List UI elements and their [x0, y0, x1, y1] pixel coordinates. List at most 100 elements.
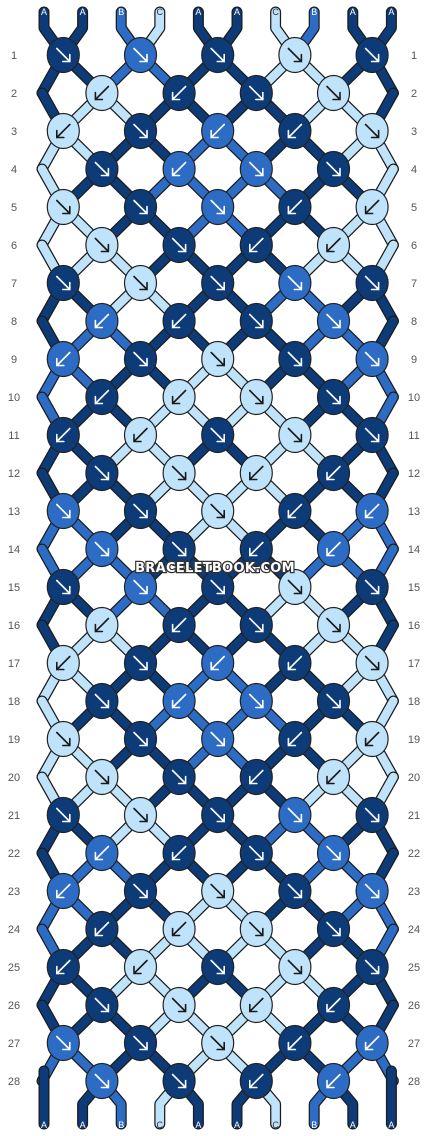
row-number-right: 6 — [411, 240, 417, 252]
row-number-left: 24 — [8, 924, 20, 936]
arrow-down-right-icon — [171, 465, 187, 481]
top-string-label: A — [388, 7, 394, 17]
arrow-down-right-icon — [56, 807, 71, 823]
knot — [355, 720, 389, 758]
row-number-left: 3 — [11, 126, 17, 138]
row-number-right: 18 — [408, 696, 420, 708]
knot — [239, 74, 273, 112]
knot — [85, 682, 119, 720]
knot — [162, 302, 196, 340]
row-number-right: 13 — [408, 506, 420, 518]
arrow-down-left-icon — [56, 883, 71, 899]
knot — [316, 986, 351, 1024]
knot — [162, 454, 196, 492]
knot — [46, 36, 80, 74]
row-number-left: 11 — [8, 430, 19, 442]
arrow-down-left-icon — [364, 503, 380, 519]
knot — [162, 530, 196, 568]
top-string-label: C — [157, 7, 164, 17]
knot — [201, 36, 235, 74]
knot — [355, 340, 389, 378]
row-number-right: 24 — [408, 924, 420, 936]
arrow-down-right-icon — [364, 427, 380, 443]
arrow-down-right-icon — [210, 883, 225, 899]
knot — [201, 492, 235, 530]
knot — [316, 530, 351, 568]
arrow-down-right-icon — [133, 579, 148, 595]
arrow-down-right-icon — [287, 883, 303, 899]
knot — [239, 454, 273, 492]
knot — [162, 910, 196, 948]
knot — [316, 606, 351, 644]
knot — [201, 188, 235, 226]
knot — [201, 112, 235, 150]
row-number-left: 13 — [8, 506, 20, 518]
arrow-down-left-icon — [287, 731, 303, 747]
arrow-down-right-icon — [133, 199, 148, 215]
knot — [316, 910, 351, 948]
knot — [239, 530, 273, 568]
top-string-label: B — [118, 7, 124, 17]
knot — [316, 758, 351, 796]
arrow-down-left-icon — [171, 389, 187, 405]
bottom-string-label: A — [350, 1120, 356, 1130]
arrow-down-right-icon — [210, 47, 225, 63]
knot — [316, 1062, 351, 1100]
row-number-left: 25 — [8, 962, 20, 974]
row-number-right: 22 — [408, 848, 420, 860]
row-number-left: 26 — [8, 1000, 20, 1012]
arrow-down-right-icon — [364, 275, 380, 291]
knot — [239, 834, 273, 872]
arrow-down-left-icon — [94, 617, 110, 633]
arrow-down-left-icon — [287, 503, 303, 519]
knot — [278, 644, 312, 682]
arrow-down-left-icon — [249, 769, 264, 785]
arrow-down-left-icon — [326, 769, 341, 785]
arrow-down-left-icon — [171, 161, 187, 177]
arrow-down-right-icon — [249, 845, 264, 861]
arrow-down-left-icon — [326, 541, 341, 557]
knot — [278, 1024, 312, 1062]
arrow-down-left-icon — [171, 313, 187, 329]
arrow-down-right-icon — [94, 161, 110, 177]
arrow-down-right-icon — [364, 655, 380, 671]
knot — [123, 644, 158, 682]
row-number-left: 18 — [8, 696, 20, 708]
knot — [85, 606, 119, 644]
arrow-down-right-icon — [287, 959, 303, 975]
arrow-down-left-icon — [364, 199, 380, 215]
arrow-down-right-icon — [326, 389, 341, 405]
top-string-label: B — [311, 7, 317, 17]
knot — [316, 74, 351, 112]
arrow-down-right-icon — [210, 731, 225, 747]
row-number-right: 16 — [408, 620, 420, 632]
knot — [355, 872, 389, 910]
bottom-string-label: A — [80, 1120, 86, 1130]
row-number-left: 6 — [11, 240, 17, 252]
arrow-down-right-icon — [56, 503, 71, 519]
knot — [239, 606, 273, 644]
arrow-down-right-icon — [287, 807, 303, 823]
arrow-down-left-icon — [133, 427, 148, 443]
knot — [201, 948, 235, 986]
row-number-right: 25 — [408, 962, 420, 974]
arrow-down-right-icon — [210, 427, 225, 443]
knot — [46, 796, 80, 834]
row-number-right: 20 — [408, 772, 420, 784]
arrow-down-right-icon — [326, 85, 341, 101]
knot — [46, 644, 80, 682]
top-string-label: A — [350, 7, 356, 17]
row-number-right: 5 — [411, 202, 417, 214]
row-number-left: 8 — [11, 316, 17, 328]
knot — [46, 416, 80, 454]
arrow-down-left-icon — [94, 389, 110, 405]
knot — [278, 796, 312, 834]
arrow-down-left-icon — [249, 541, 264, 557]
knot — [85, 834, 119, 872]
knot — [355, 416, 389, 454]
row-number-right: 2 — [411, 88, 417, 100]
arrow-down-left-icon — [249, 465, 264, 481]
knot — [123, 264, 158, 302]
arrow-down-right-icon — [133, 275, 148, 291]
arrow-down-left-icon — [364, 731, 380, 747]
